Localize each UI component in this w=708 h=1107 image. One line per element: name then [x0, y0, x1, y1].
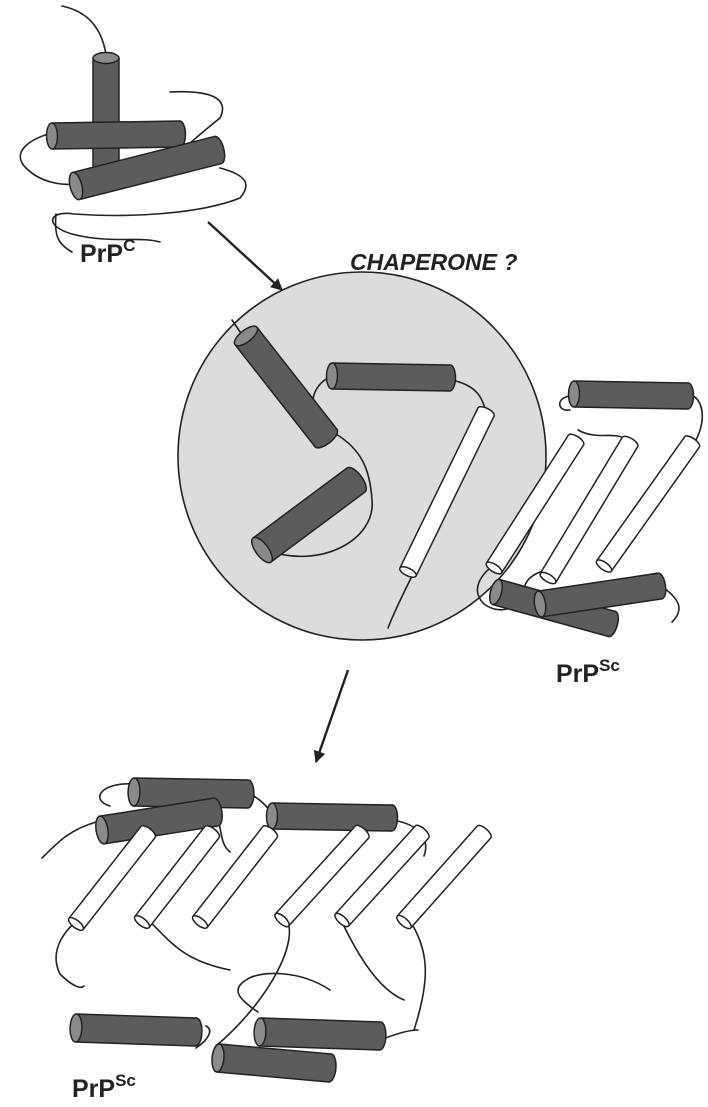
strand-cylinder	[538, 434, 639, 586]
prpsc-label-middle: PrPSc	[556, 656, 620, 688]
strand-cylinder	[594, 434, 701, 575]
helix-cylinder	[266, 803, 397, 831]
prpc-label: PrPC	[80, 236, 135, 268]
helix-cylinder	[568, 381, 693, 409]
helix-cylinder	[211, 1044, 337, 1083]
helix-cylinder	[326, 363, 455, 391]
helix-cylinder	[254, 1018, 387, 1050]
arrow-to-aggregate	[316, 670, 348, 762]
prpsc-label-bottom: PrPSc	[72, 1071, 136, 1103]
chaperone-label: CHAPERONE ?	[350, 249, 517, 275]
arrow-to-chaperone	[208, 222, 282, 290]
helix-cylinder	[46, 121, 185, 149]
chaperone-sphere	[178, 272, 546, 640]
helix-cylinder	[70, 1014, 203, 1046]
